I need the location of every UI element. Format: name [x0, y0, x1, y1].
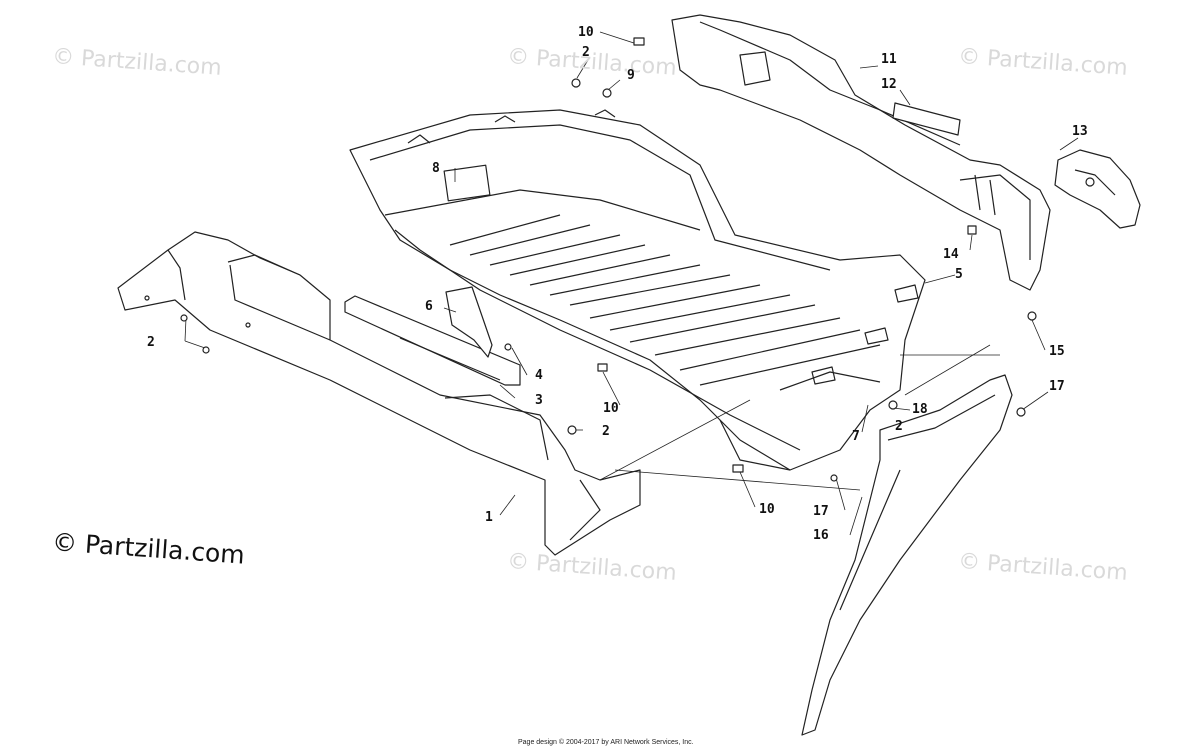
- callout-14[interactable]: 14: [943, 247, 959, 262]
- callout-2[interactable]: 2: [147, 335, 155, 350]
- callout-2[interactable]: 2: [582, 45, 590, 60]
- decal-part: [445, 286, 493, 358]
- callout-6[interactable]: 6: [425, 299, 433, 314]
- callout-17[interactable]: 17: [1049, 379, 1065, 394]
- callout-9[interactable]: 9: [627, 68, 635, 83]
- leader-lines: [184, 31, 1079, 536]
- callout-13[interactable]: 13: [1072, 124, 1088, 139]
- callout-11[interactable]: 11: [881, 52, 897, 67]
- callout-1[interactable]: 1: [485, 510, 493, 525]
- hardware: [180, 37, 1037, 482]
- callout-4[interactable]: 4: [535, 368, 543, 383]
- callout-15[interactable]: 15: [1049, 344, 1065, 359]
- callout-2[interactable]: 2: [895, 419, 903, 434]
- callout-10[interactable]: 10: [759, 502, 775, 517]
- callout-2[interactable]: 2: [602, 424, 610, 439]
- callout-7[interactable]: 7: [852, 429, 860, 444]
- callout-17[interactable]: 17: [813, 504, 829, 519]
- callout-12[interactable]: 12: [881, 77, 897, 92]
- callout-18[interactable]: 18: [912, 402, 928, 417]
- callout-3[interactable]: 3: [535, 393, 543, 408]
- cargo-box-part: [349, 109, 926, 471]
- callout-10[interactable]: 10: [603, 401, 619, 416]
- callout-8[interactable]: 8: [432, 161, 440, 176]
- right-rail-part: [671, 14, 1051, 291]
- taillight-part: [1054, 149, 1141, 229]
- callout-5[interactable]: 5: [955, 267, 963, 282]
- footer-credit: Page design © 2004-2017 by ARI Network S…: [518, 739, 694, 746]
- reflector-part: [892, 102, 961, 136]
- callout-16[interactable]: 16: [813, 528, 829, 543]
- right-panel-part: [801, 374, 1013, 736]
- trim-strip-part: [344, 295, 521, 386]
- callout-10[interactable]: 10: [578, 25, 594, 40]
